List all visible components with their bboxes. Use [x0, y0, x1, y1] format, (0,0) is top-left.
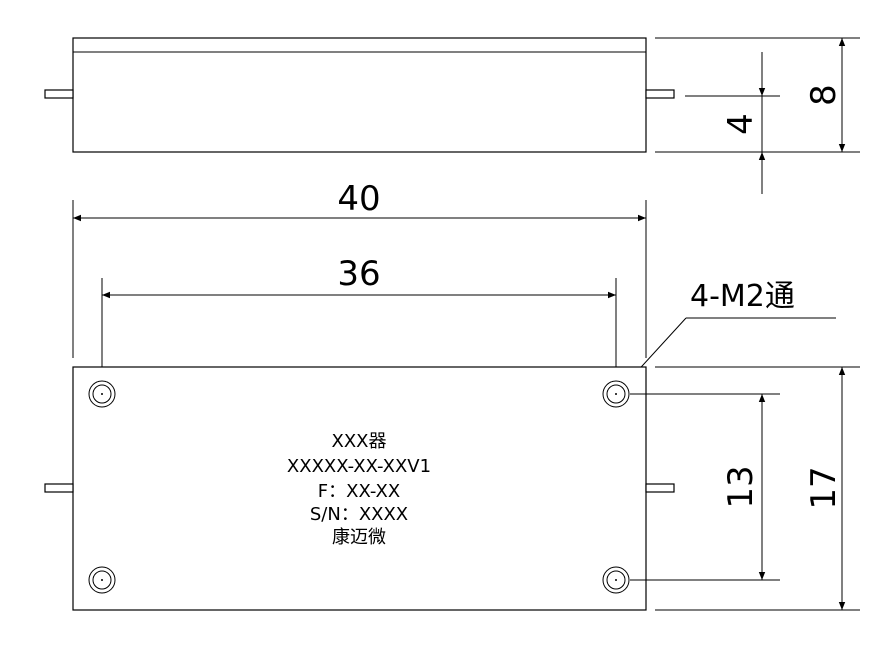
dimension-hole-spacing-y-value: 13: [721, 465, 761, 508]
dimension-hole-spacing-x-value: 36: [337, 254, 380, 294]
side-view: [44, 37, 675, 153]
top-view-body: [72, 366, 647, 611]
side-view-body: [72, 37, 647, 153]
top-view: XXX器 XXXXX-XX-XXV1 F：XX-XX S/N：XXXX 康迈微: [44, 366, 675, 611]
mounting-hole: [602, 380, 630, 408]
label-manufacturer: 康迈微: [332, 527, 386, 548]
hole-callout: 4-M2通: [621, 279, 836, 389]
dimension-height: 8: [655, 37, 860, 153]
label-product-name: XXX器: [332, 431, 387, 452]
side-view-left-pin: [44, 89, 74, 99]
mounting-hole: [602, 566, 630, 594]
mounting-hole: [88, 566, 116, 594]
dimension-overall-width-value: 17: [804, 466, 844, 509]
label-serial-number: S/N：XXXX: [310, 504, 408, 525]
top-view-right-pin: [645, 483, 675, 493]
top-view-left-pin: [44, 483, 74, 493]
mounting-hole: [88, 380, 116, 408]
dimension-overall-length: 40: [72, 179, 647, 358]
dimension-pin-height: 4: [685, 52, 780, 194]
dimension-hole-spacing-y: 13: [630, 393, 780, 581]
dimension-height-value: 8: [804, 84, 844, 106]
side-view-right-pin: [645, 89, 675, 99]
label-frequency: F：XX-XX: [318, 481, 400, 502]
dimension-pin-height-value: 4: [721, 113, 761, 135]
label-model-number: XXXXX-XX-XXV1: [287, 456, 431, 477]
dimension-overall-length-value: 40: [337, 179, 380, 219]
dimension-overall-width: 17: [655, 366, 860, 611]
hole-callout-text: 4-M2通: [690, 279, 795, 314]
